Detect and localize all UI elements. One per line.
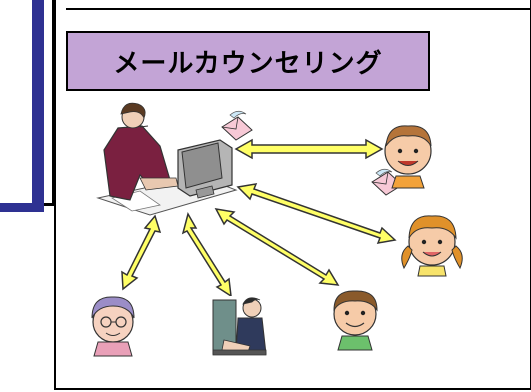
smiling-girl-pigtails bbox=[401, 215, 463, 277]
envelope-icon-counselor bbox=[221, 110, 253, 141]
arrow-counselor-businessman bbox=[181, 212, 232, 298]
background-slide-panel bbox=[0, 0, 55, 212]
businessman-at-desk bbox=[212, 296, 267, 356]
navy-border-bottom bbox=[0, 203, 44, 212]
title-banner: メールカウンセリング bbox=[66, 31, 430, 91]
counselor-at-computer bbox=[96, 102, 238, 216]
title-text: メールカウンセリング bbox=[113, 48, 383, 79]
arrow-counselor-girl bbox=[236, 183, 397, 244]
smiling-young-man bbox=[333, 290, 378, 351]
grandmother-with-glasses bbox=[91, 296, 135, 357]
arrow-counselor-young-man bbox=[214, 208, 340, 286]
smiling-boy-with-envelope bbox=[384, 125, 432, 189]
frame-top-line bbox=[66, 8, 530, 10]
arrow-counselor-boy bbox=[234, 138, 384, 160]
navy-border-band bbox=[32, 0, 44, 212]
arrow-counselor-grandma bbox=[121, 214, 162, 291]
